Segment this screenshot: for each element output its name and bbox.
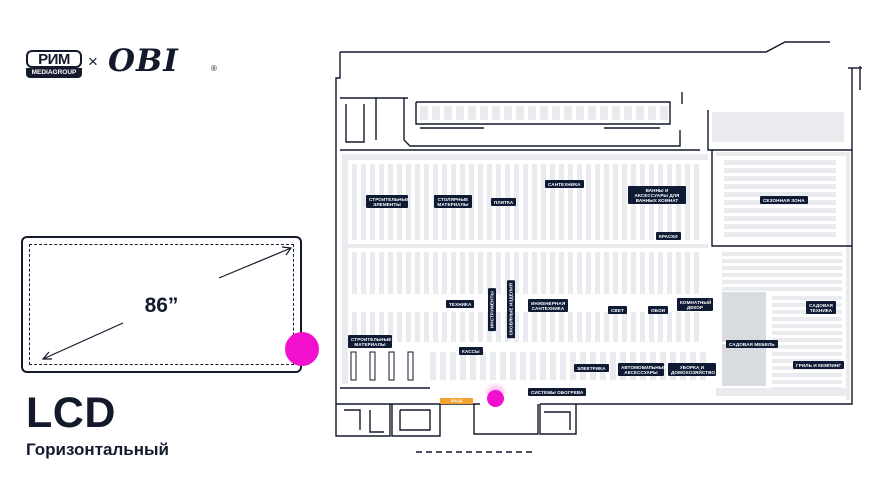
- dept-label: СВЕТ: [608, 306, 627, 314]
- dept-label: КРАСКИ: [656, 232, 681, 240]
- dept-label: ГРИЛЬ И КЕМПИНГ: [793, 361, 845, 369]
- dept-label: ИНЖЕНЕРНАЯ САНТЕХНИКА: [528, 299, 568, 312]
- rim-mediagroup-logo: РИМ MEDIAGROUP: [26, 50, 82, 78]
- dept-label-vertical: СКОБЯНЫЕ ИЗДЕЛИЯ: [507, 280, 515, 339]
- dept-label: СТОЛЯРНЫЕ МАТЕРИАЛЫ: [434, 195, 472, 208]
- dept-label: САДОВАЯ МЕБЕЛЬ: [726, 340, 778, 348]
- dept-label: СЕЗОННАЯ ЗОНА: [760, 196, 808, 204]
- dept-label: ТЕХНИКА: [446, 300, 475, 308]
- logo-separator: ×: [88, 52, 98, 71]
- dept-label: СТРОИТЕЛЬНЫЕ ЭЛЕМЕНТЫ: [366, 195, 409, 208]
- dept-label: СИСТЕМЫ ОБОГРЕВА: [528, 388, 587, 396]
- dept-label: АВТОМОБИЛЬНЫЕ АКСЕССУАРЫ: [618, 363, 666, 376]
- rim-logo-name: РИМ: [26, 50, 82, 68]
- dept-label: КОМНАТНЫЙ ДЕКОР: [677, 298, 713, 311]
- diagonal-arrow-icon: [41, 246, 293, 360]
- dept-label: ПЛИТКА: [491, 198, 517, 206]
- dept-label: САНТЕХНИКА: [545, 180, 584, 188]
- obi-logo: OBI: [108, 43, 179, 79]
- entrance-label: ВХОД: [440, 398, 473, 404]
- dept-label: ЭЛЕКТРИКА: [574, 364, 609, 372]
- screen-size-label: 86”: [23, 294, 300, 318]
- dept-label: ОБОИ: [648, 306, 669, 314]
- dept-label: КАССЫ: [459, 347, 483, 355]
- screen-illustration: 86”: [21, 236, 302, 373]
- checkout-counters: [350, 351, 414, 381]
- walls: [335, 41, 862, 453]
- registered-mark: ®: [211, 64, 217, 73]
- dept-label: САДОВАЯ ТЕХНИКА: [806, 301, 836, 314]
- rim-logo-sub: MEDIAGROUP: [26, 68, 82, 78]
- screen-type-title: LCD: [26, 389, 116, 437]
- display-location-marker: [487, 390, 504, 407]
- screen-orientation-subtitle: Горизонтальный: [26, 440, 169, 459]
- screen-inner-frame: [29, 244, 294, 365]
- dept-label: УБОРКА И ДОМОХОЗЯЙСТВО: [668, 363, 716, 376]
- screen-location-marker: [285, 332, 319, 366]
- garden-blocks: [722, 292, 766, 386]
- dept-label: ВАННЫ И АКСЕССУАРЫ ДЛЯ ВАННЫХ КОМНАТ: [628, 186, 686, 204]
- dept-label: СТРОИТЕЛЬНЫЕ МАТЕРИАЛЫ: [348, 335, 392, 348]
- dept-label-vertical: ИНСТРУМЕНТЫ: [488, 288, 496, 332]
